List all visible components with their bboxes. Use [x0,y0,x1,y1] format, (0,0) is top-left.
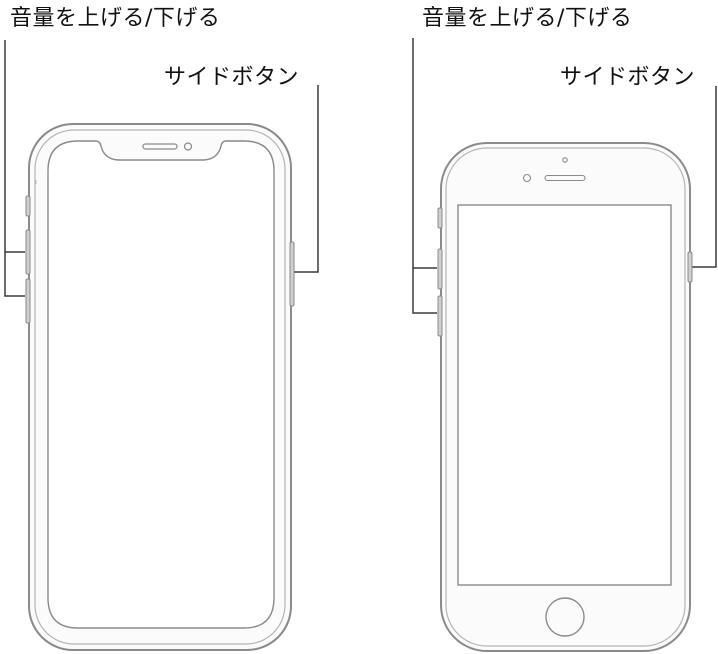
right-volume-down-leader [412,268,437,314]
left-phone-inner-bezel [34,129,286,645]
left-phone [25,123,295,651]
left-side-leader [292,85,319,273]
left-volume-leader [4,40,25,253]
right-phone-volume-up-button [437,248,443,290]
left-phone-front-camera [183,142,193,151]
right-phone-side-button [687,251,693,283]
right-side-button-label: サイドボタン [560,65,696,90]
right-phone-silent-switch [437,207,443,229]
leader-lines [4,38,717,314]
right-phone-front-camera [522,173,532,183]
left-volume-label: 音量を上げる/下げる [10,6,221,31]
right-phone-speaker [544,174,586,182]
right-phone-volume-down-button [437,295,443,337]
left-volume-down-leader [4,252,25,297]
right-side-leader [692,86,717,268]
left-phone-screen [47,140,275,629]
left-phone-side-button [289,241,295,307]
left-phone-silent-switch [25,195,31,217]
right-phone-inner-bezel [445,147,686,647]
left-phone-volume-up-button [25,229,31,275]
right-phone-home-button [545,597,585,637]
left-side-button-label: サイドボタン [164,65,300,90]
left-phone-volume-down-button [25,278,31,324]
left-phone-speaker [142,143,178,150]
right-phone-screen [457,204,672,586]
right-volume-label: 音量を上げる/下げる [422,6,633,31]
right-phone [437,142,693,652]
right-phone-proximity-sensor [562,157,568,163]
right-volume-leader [412,38,437,269]
